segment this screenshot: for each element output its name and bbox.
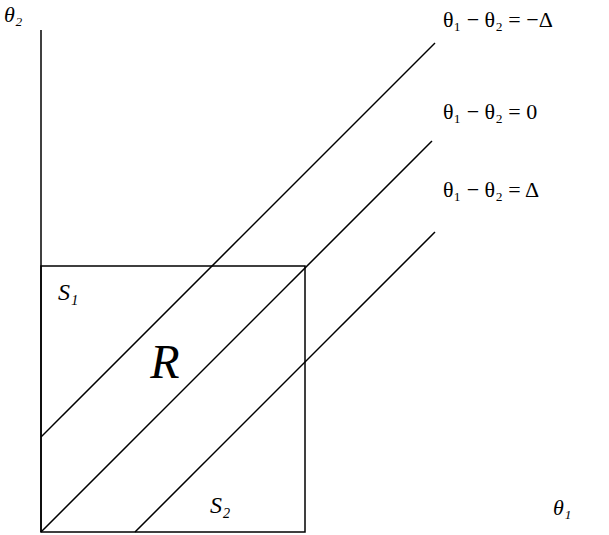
region-label: R	[150, 338, 179, 386]
delta-line	[135, 232, 435, 532]
axis-label: θ₁	[553, 497, 571, 519]
line-equation: θ₁ − θ₂ = Δ	[443, 179, 539, 201]
region-label: S₁	[58, 280, 78, 304]
region-label: S₂	[210, 493, 230, 517]
line-equation: θ₁ − θ₂ = 0	[443, 101, 537, 123]
zero-line	[41, 141, 432, 532]
axis-label: θ₂	[4, 4, 22, 26]
minus-delta-line	[41, 43, 435, 437]
line-equation: θ₁ − θ₂ = −Δ	[443, 9, 553, 31]
